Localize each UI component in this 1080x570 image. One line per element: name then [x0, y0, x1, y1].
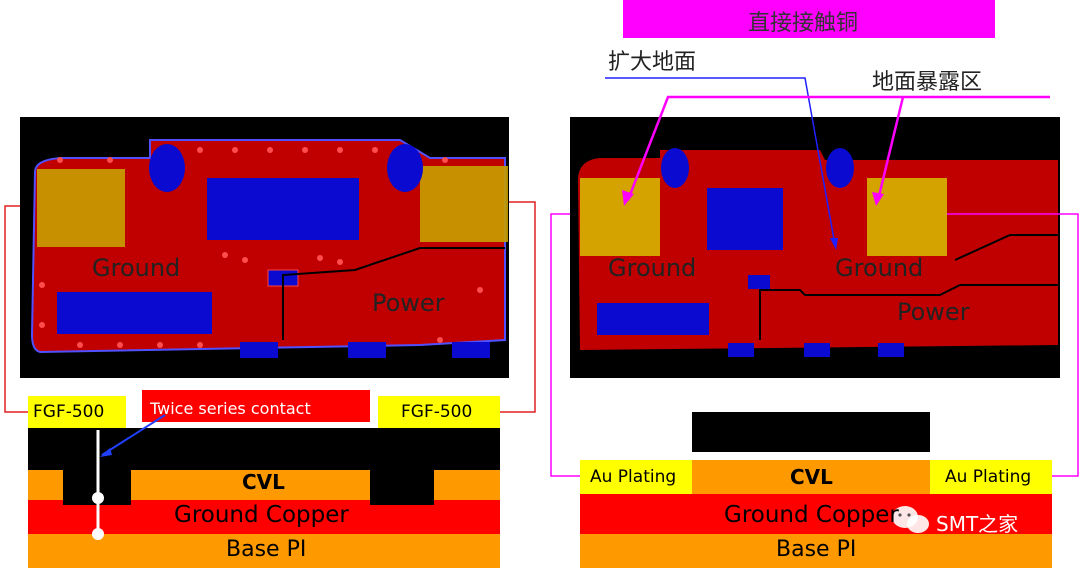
left-fgf-right-box — [378, 396, 500, 428]
right-magenta-line-left — [626, 95, 1050, 201]
right-au-right-label: Au Plating — [945, 467, 1032, 487]
right-header-label: 直接接触铜 — [748, 11, 859, 36]
right-au-left-label: Au Plating — [590, 467, 677, 487]
right-base-pi-label: Base PI — [776, 537, 857, 562]
right-via-right — [826, 148, 854, 188]
right-stack-ground-copper — [580, 494, 1052, 534]
left-ground-copper-label: Ground Copper — [174, 502, 349, 528]
left-via-right — [387, 144, 423, 192]
right-gold-pad-right — [867, 178, 947, 256]
right-ground-copper-label: Ground Copper — [724, 502, 899, 528]
right-magenta-arrowhead-left — [622, 190, 634, 206]
left-ic-chip — [207, 178, 359, 240]
left-bottom-pad-2 — [348, 342, 386, 358]
left-fgf-left-label: FGF-500 — [33, 402, 105, 422]
right-ground-left-label: Ground — [608, 254, 697, 282]
left-stack-black — [28, 428, 500, 470]
right-ground-exposed-label: 地面暴露区 — [872, 70, 983, 95]
wechat-icon — [892, 506, 929, 533]
right-expand-ground-label: 扩大地面 — [608, 50, 697, 75]
left-bottom-pad-1 — [240, 342, 278, 358]
right-blue-arrow-line — [605, 77, 836, 246]
right-au-right-box — [930, 460, 1052, 494]
left-contact-dot-2 — [92, 528, 104, 540]
left-callout-box — [142, 390, 370, 422]
left-stack-ground-copper — [28, 500, 500, 534]
right-stack-cvl — [692, 460, 930, 494]
right-cvl-label: CVL — [790, 465, 833, 489]
right-blue-pad — [597, 303, 709, 335]
left-red-bracket-right — [500, 201, 536, 413]
right-blue-arrowhead — [830, 238, 838, 250]
left-base-pi-label: Base PI — [226, 537, 307, 562]
left-blue-pad — [57, 292, 212, 334]
right-bottom-pad-2 — [804, 343, 830, 357]
right-bottom-pad-1 — [728, 343, 754, 357]
right-magenta-arrowhead-right — [872, 192, 884, 206]
right-stack-black — [692, 412, 930, 452]
right-bottom-pad-3 — [878, 343, 904, 357]
left-cvl-label: CVL — [242, 470, 285, 494]
right-magenta-bracket-right — [947, 213, 1079, 477]
left-fgf-left-box — [28, 396, 126, 428]
left-via-left — [149, 144, 185, 192]
right-au-left-box — [580, 460, 692, 494]
left-callout-label: Twice series contact — [150, 399, 311, 418]
left-gold-pad-left — [37, 169, 125, 247]
right-ic-chip — [707, 188, 783, 250]
left-gold-pad-right — [420, 166, 508, 242]
watermark-text: SMT之家 — [936, 512, 1019, 536]
right-magenta-line-right — [876, 96, 905, 201]
right-magenta-bracket-left — [550, 213, 580, 477]
right-power-outline — [759, 284, 1058, 340]
right-via-left — [661, 148, 689, 188]
right-stack-base-pi — [580, 534, 1052, 568]
left-power-label: Power — [372, 289, 445, 317]
right-ground-outline — [954, 234, 1058, 261]
left-power-outline — [282, 247, 505, 340]
right-power-label: Power — [897, 298, 970, 326]
left-fgf-right-label: FGF-500 — [401, 402, 473, 422]
right-gold-pad-left — [580, 178, 660, 256]
left-callout-arrow — [101, 414, 166, 456]
right-small-pad — [748, 275, 770, 289]
left-stack-base-pi — [28, 534, 500, 568]
left-contact-dot-1 — [92, 492, 104, 504]
right-ground-right-label: Ground — [835, 254, 924, 282]
left-ground-label: Ground — [92, 254, 181, 282]
right-header-bar — [623, 0, 995, 38]
left-stack-via-right — [370, 465, 434, 505]
left-via-dots — [39, 147, 483, 348]
left-bottom-pad-3 — [452, 342, 490, 358]
left-red-bracket-left — [4, 205, 28, 413]
left-callout-arrowhead — [100, 448, 112, 457]
